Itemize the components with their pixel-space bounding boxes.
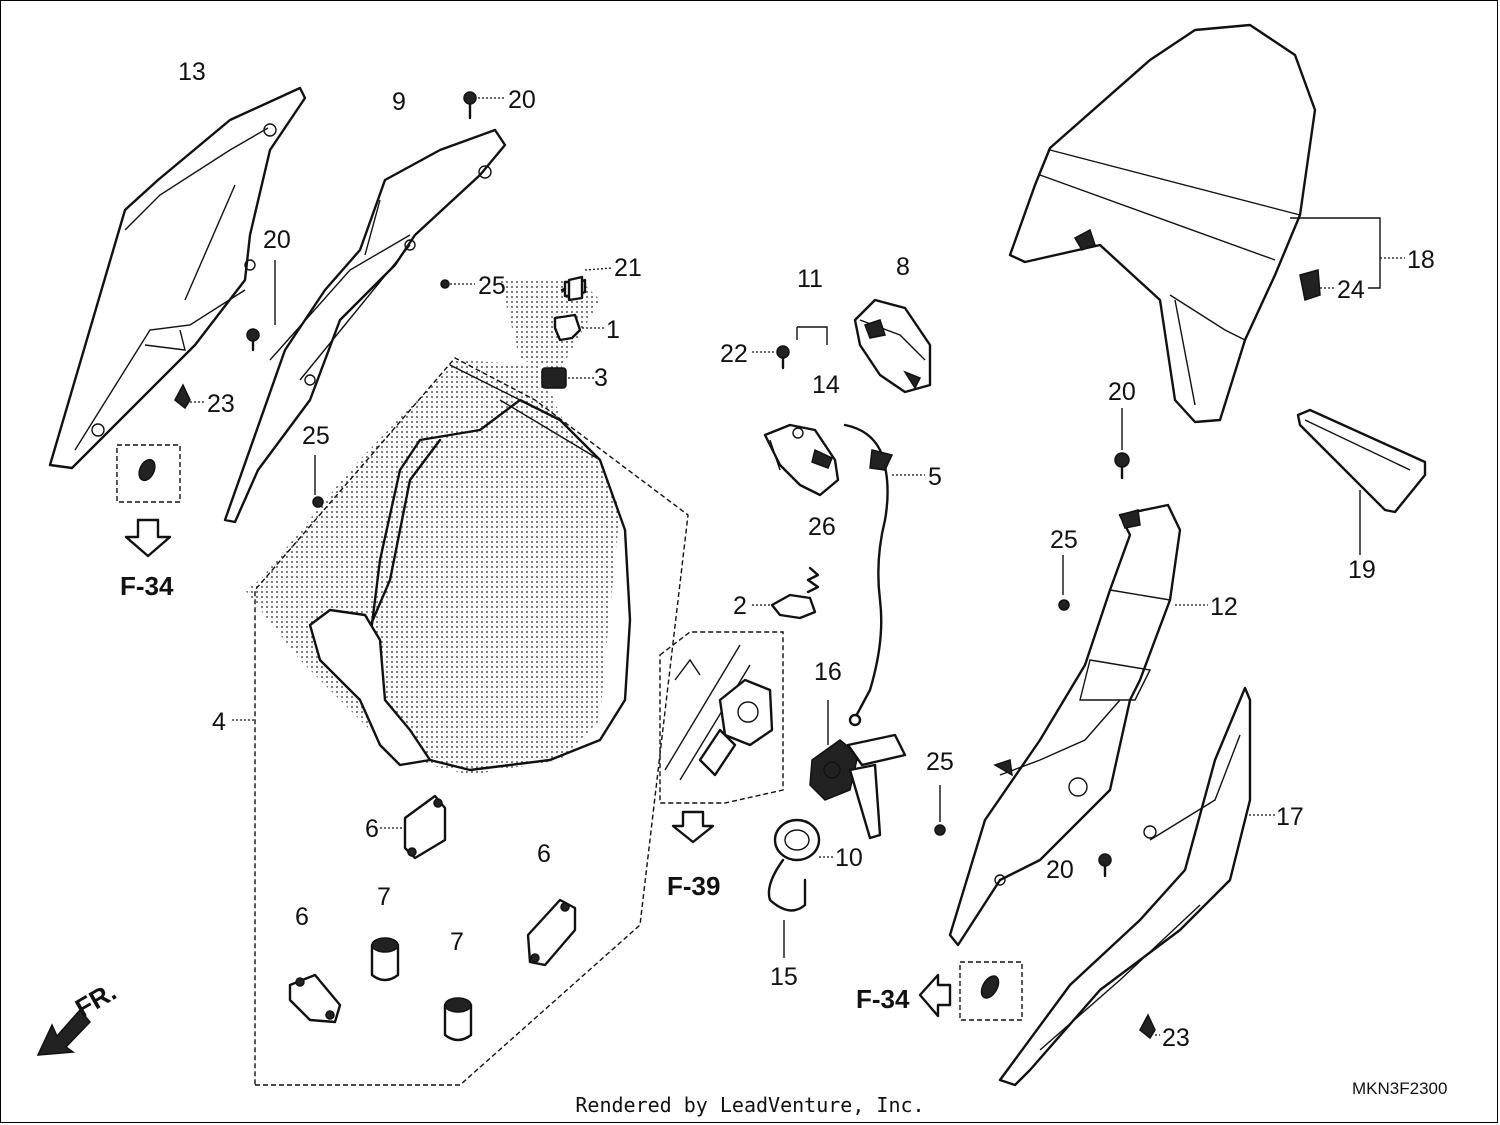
f34-right-detail [918,961,1023,1021]
part-13-left-side-cover [48,86,307,470]
part-16-key-cylinder [809,700,907,840]
part-15-clip [767,858,807,958]
callout-19: 19 [1348,556,1376,584]
part-4-seat-assembly [245,280,632,775]
part-23-clip-right [1139,1013,1160,1040]
part-24-grommet [1299,269,1335,301]
part-8-seat-lock [853,298,932,394]
callout-6b: 6 [537,840,551,868]
callout-25a: 25 [478,272,506,300]
part-1-grommet [553,313,605,342]
callout-10: 10 [835,844,863,872]
part-23-clip-left [174,383,205,410]
part-7-cushion-b [443,997,473,1042]
part-2-latch [752,593,817,620]
part-18-bracket-line [1290,217,1381,289]
callout-25c: 25 [1050,526,1078,554]
callout-25b: 25 [302,422,330,450]
part-25-screw-d [934,785,946,836]
callout-11: 11 [797,265,823,293]
part-18-pillion-seat [1008,23,1317,424]
callout-20d: 20 [1046,856,1074,884]
callout-2: 2 [733,592,747,620]
callout-23a: 23 [207,390,235,418]
part-21-bolt [560,267,613,302]
callout-20a: 20 [508,86,536,114]
part-14-lock-plate [763,423,840,497]
ref-f34-left: F-34 [120,571,174,601]
callout-12: 12 [1210,593,1238,621]
part-20-screw-right [1098,853,1112,878]
callout-4: 4 [212,708,226,736]
part-5-cable [843,423,925,727]
callout-6a: 6 [365,815,379,843]
part-19-trim [1296,408,1427,555]
f39-detail-inset [659,631,784,804]
callout-26: 26 [808,513,836,541]
part-12-right-side-cover [948,503,1208,947]
callout-5: 5 [928,463,942,491]
callout-23b: 23 [1162,1024,1190,1052]
callout-18: 18 [1407,246,1435,274]
part-4-bracket-outline [254,357,689,1086]
callout-9: 9 [392,88,406,116]
callout-7b: 7 [450,928,464,956]
callout-20c: 20 [1108,378,1136,406]
callout-21: 21 [614,254,642,282]
f39-arrow [671,810,715,844]
part-17-right-lower-cover [998,686,1275,1087]
part-3-collar [541,367,595,389]
callout-17: 17 [1276,803,1304,831]
part-6-bracket-b [526,898,577,967]
callout-22: 22 [720,340,748,368]
part-7-cushion-a [370,937,400,982]
callout-14: 14 [812,371,840,399]
part-6-bracket-a [380,794,447,860]
callout-25d: 25 [926,748,954,776]
part-25-screw-a [440,279,475,289]
part-20-screw-left [246,260,276,352]
callout-15: 15 [770,963,798,991]
ref-f34-right: F-34 [856,984,910,1014]
callout-16: 16 [814,658,842,686]
callout-24: 24 [1337,276,1365,304]
part-20-screw-top [463,91,505,120]
callout-6c: 6 [295,903,309,931]
part-6-bracket-c [288,973,342,1024]
diagram-code: MKN3F2300 [1352,1079,1447,1098]
callout-13: 13 [178,58,206,86]
callout-7a: 7 [377,883,391,911]
part-25-screw-b [312,455,324,508]
front-arrow-icon [36,1008,92,1056]
part-22-screw [752,345,790,370]
ref-f39: F-39 [667,871,720,901]
part-10-cap [773,818,835,862]
callout-3: 3 [594,364,608,392]
f34-left-detail [116,444,181,558]
part-9-inner-cover [223,128,507,524]
credit-line: Rendered by LeadVenture, Inc. [575,1093,925,1117]
part-11-bracket-line [796,326,828,345]
callout-20b: 20 [263,226,291,254]
part-20-screw-mid [1114,408,1130,480]
callout-8: 8 [896,253,910,281]
callout-1: 1 [606,316,620,344]
part-26-spring [806,566,820,594]
part-25-screw-c [1058,555,1070,611]
